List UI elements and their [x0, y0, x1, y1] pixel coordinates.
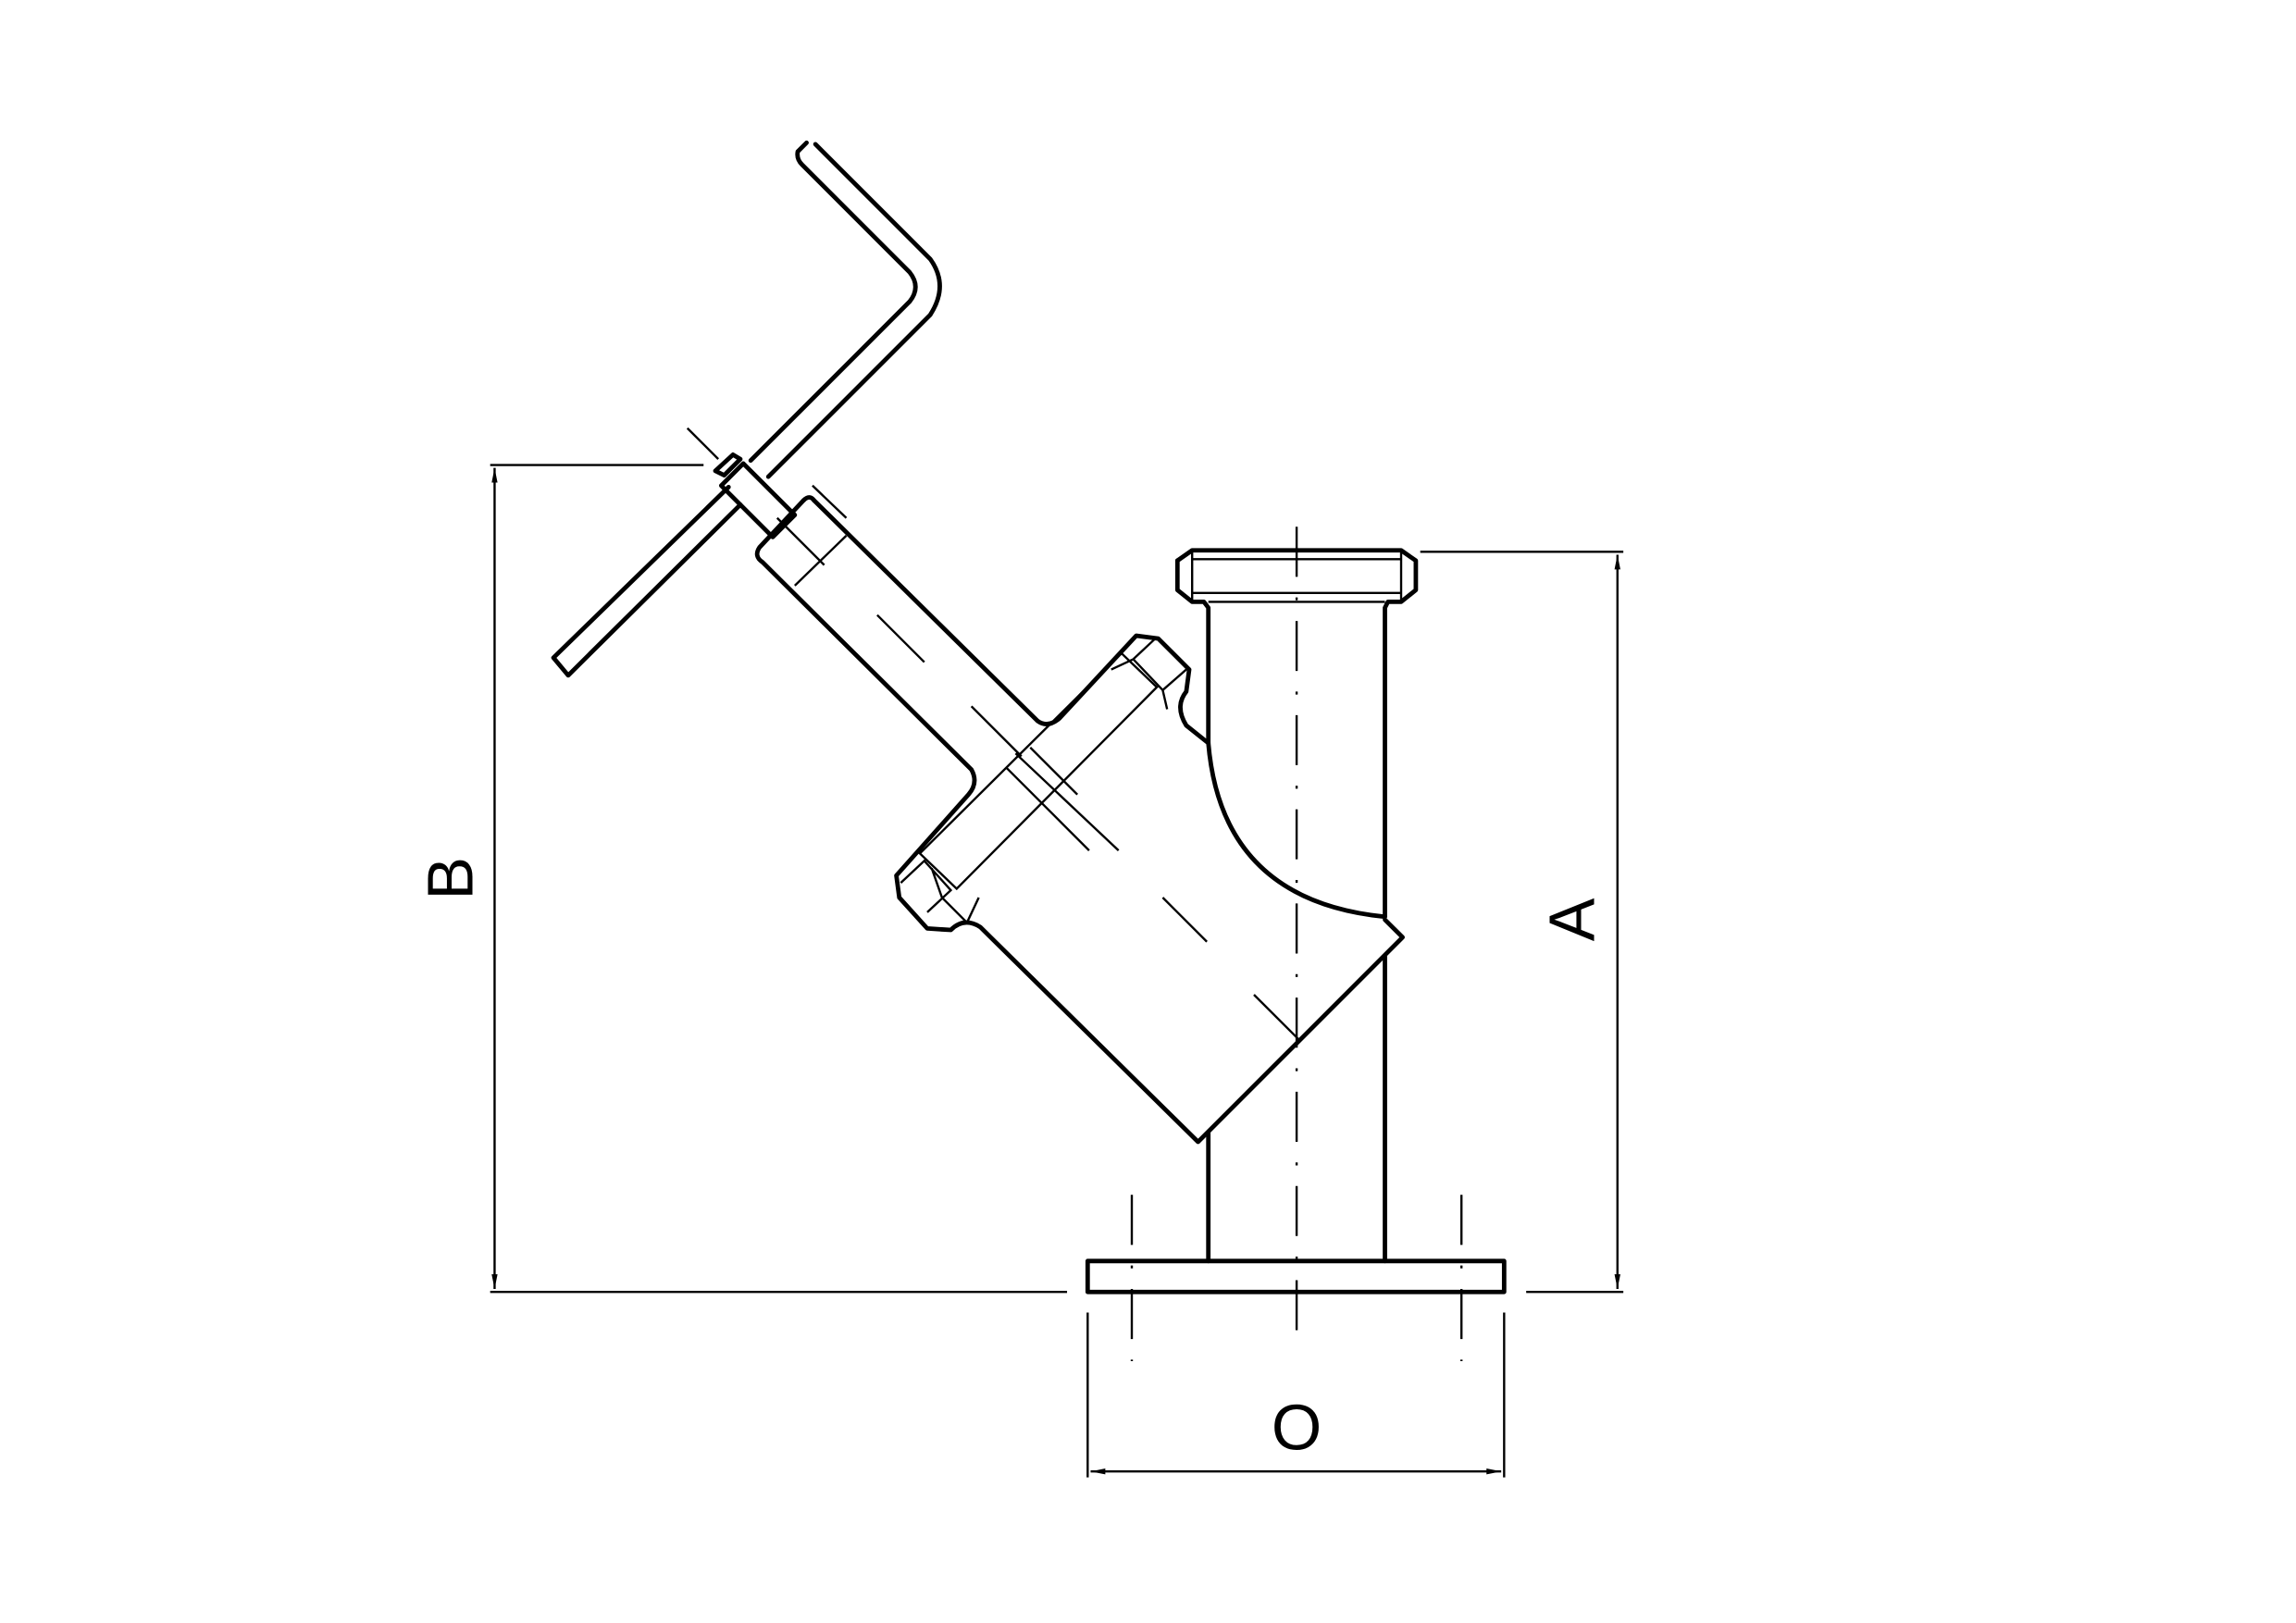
dimension-o: O	[1086, 1312, 1506, 1478]
dimension-a-label: A	[1535, 898, 1607, 941]
centerlines	[1130, 527, 1463, 1361]
dimension-b-label: B	[415, 857, 487, 900]
valve-stem	[718, 461, 1405, 1145]
handle-lever	[551, 140, 942, 678]
pipe-body	[1085, 548, 1507, 1295]
dimension-b: B	[415, 464, 1068, 1294]
dimension-a: A	[1420, 551, 1624, 1294]
dimension-o-label: O	[1272, 1391, 1322, 1463]
